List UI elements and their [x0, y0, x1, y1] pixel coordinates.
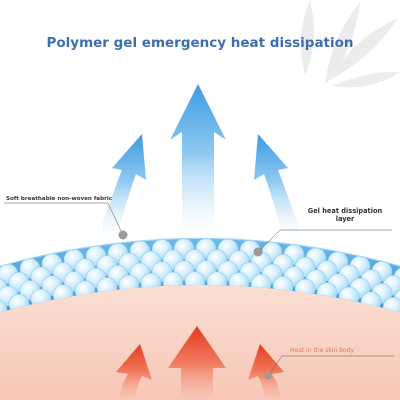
gel-callout-line — [257, 229, 281, 253]
heat-callout-line — [267, 355, 283, 377]
fabric-top-edge — [0, 237, 400, 267]
fabric-callout-dot — [118, 230, 128, 240]
diagram-title: Polymer gel emergency heat dissipation — [46, 35, 354, 51]
cool-arrow-icon — [98, 134, 146, 240]
heat-arrow-icon — [168, 326, 226, 400]
heat-arrow-icon — [116, 344, 152, 400]
gel-callout-dot — [253, 247, 263, 257]
skin-heat-label: Heat in the skin body — [290, 347, 355, 354]
gel-beads — [0, 238, 400, 318]
cool-arrow-icon — [170, 84, 226, 238]
heat-callout-dot — [264, 372, 272, 380]
leaf-shadow-icon — [301, 0, 400, 88]
heat-arrow-icon — [248, 344, 284, 400]
cool-arrow-icon — [254, 134, 302, 240]
gel-layer-label: Gel heat dissipation layer — [307, 207, 383, 223]
fabric-callout-line — [107, 202, 123, 234]
fabric-label: Soft breathable non-woven fabric — [6, 196, 113, 202]
